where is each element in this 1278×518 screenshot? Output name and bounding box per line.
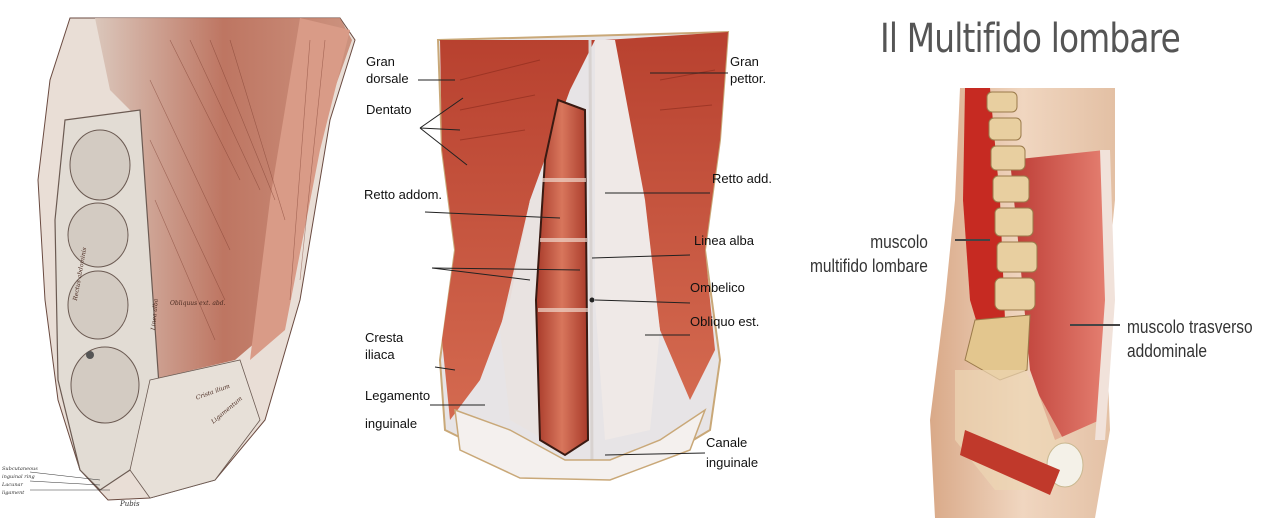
label-gran-pettor: Gran pettor.	[730, 53, 766, 87]
multifidus-panel: Il Multifido lombare	[815, 0, 1278, 518]
label-linea-alba: Linea alba	[694, 232, 754, 249]
label-obliquo-est: Obliquo est.	[690, 313, 759, 330]
label-trasverso: muscolo trasverso addominale	[1127, 315, 1253, 363]
abdominal-muscles-panel: Gran dorsale Dentato Retto addom. Cresta…	[360, 0, 815, 518]
label-ombelico: Ombelico	[690, 279, 745, 296]
label-retto-add: Retto add.	[712, 170, 772, 187]
engraving-bottom-label: ligament	[2, 490, 24, 496]
engraving-bottom-label: Subcutaneous	[2, 466, 38, 472]
engraving-panel: Rectus abdominis Linea alba Obliquus ext…	[0, 0, 360, 518]
label-multifido: muscolo multifido lombare	[810, 230, 928, 278]
engraving-bottom-label: Lacunar	[2, 482, 23, 488]
label-legamento-inguinale: Legamento inguinale	[365, 382, 430, 438]
label-gran-dorsale: Gran dorsale	[366, 53, 409, 87]
engraving-bottom-label: Pubis	[120, 500, 140, 508]
label-cresta-iliaca: Cresta iliaca	[365, 329, 403, 363]
label-dentato: Dentato	[366, 101, 412, 118]
engraving-illustration	[0, 0, 360, 518]
engraving-side-label: Obliquus ext. abd.	[170, 300, 225, 307]
label-retto-addom: Retto addom.	[364, 186, 442, 203]
label-canale-inguinale: Canale inguinale	[706, 433, 758, 473]
engraving-bottom-label: inguinal ring	[2, 474, 35, 480]
